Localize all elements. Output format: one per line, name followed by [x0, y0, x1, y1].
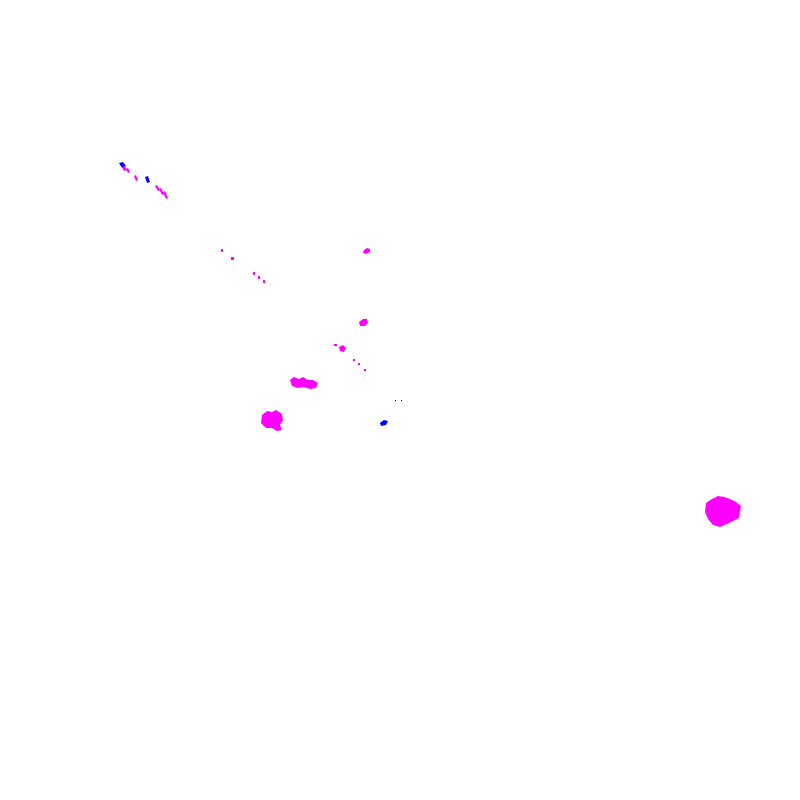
magenta-dot: [358, 363, 360, 365]
magenta-dot: [364, 369, 366, 371]
magenta-fragment: [163, 191, 168, 199]
magenta-dot: [334, 344, 337, 346]
magenta-dot: [263, 280, 265, 283]
scattered-dots: [221, 249, 402, 401]
fragment-streak: [119, 162, 168, 199]
magenta-cluster-horizontal: [290, 377, 318, 389]
magenta-dot: [231, 257, 234, 260]
magenta-cluster-left: [261, 410, 283, 431]
blue-fragment: [145, 176, 150, 183]
magenta-fragment: [134, 175, 138, 181]
magenta-dot: [258, 276, 260, 279]
magenta-fragment: [122, 166, 127, 171]
magenta-blob: [359, 319, 368, 326]
magenta-fragment: [159, 188, 164, 195]
magenta-fragment: [155, 185, 160, 191]
magenta-fragment: [126, 168, 130, 173]
small-blobs: [339, 248, 388, 426]
magenta-dot: [221, 249, 223, 252]
magenta-blob-large: [705, 496, 741, 527]
dark-dot: [401, 400, 402, 401]
magenta-blob: [363, 248, 370, 254]
magenta-dot: [353, 359, 355, 361]
dark-dot: [395, 400, 396, 401]
blue-blob: [380, 420, 388, 426]
magenta-dot: [253, 272, 255, 275]
magenta-blob: [339, 345, 346, 352]
medium-clusters: [261, 377, 318, 431]
